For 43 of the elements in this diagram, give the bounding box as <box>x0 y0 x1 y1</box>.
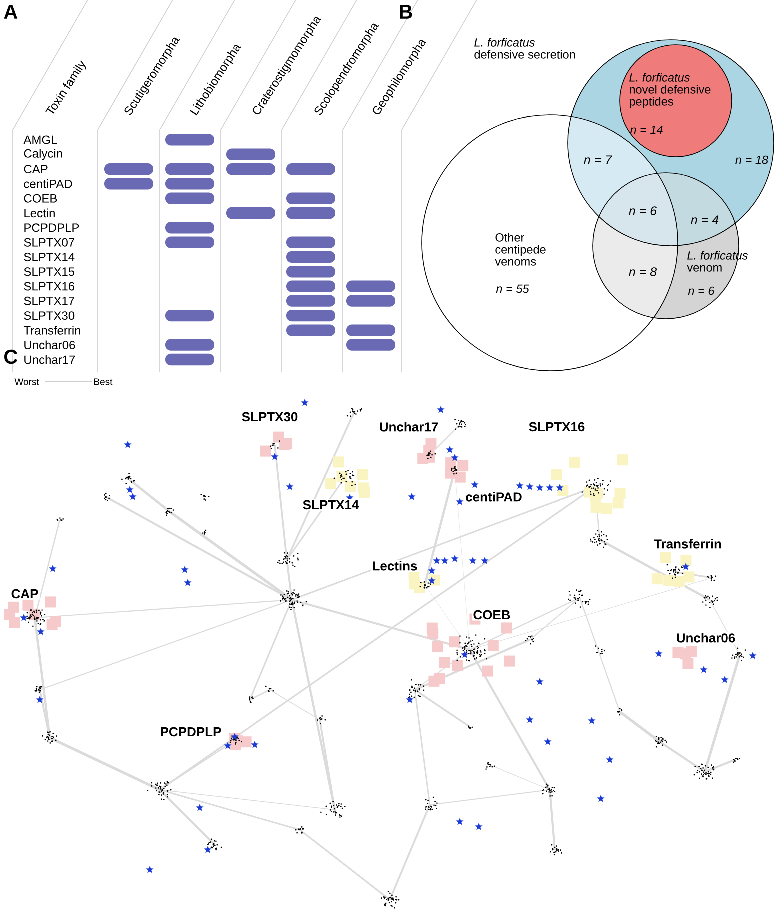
cluster-label: SLPTX30 <box>240 411 300 423</box>
cluster-label: PCPDPLP <box>159 726 223 738</box>
count-label: n = 55 <box>496 284 530 294</box>
cluster-label: SLPTX14 <box>302 499 360 511</box>
region-count: n = 7 <box>584 156 612 164</box>
panel-label: A <box>4 5 18 19</box>
region-count: n = 6 <box>629 206 658 216</box>
row-label: SLPTX15 <box>24 268 75 276</box>
cluster-label: centiPAD <box>464 491 524 503</box>
row-label: SLPTX30 <box>24 312 75 320</box>
scale-label: Best <box>94 378 113 386</box>
cluster-label: Lectins <box>371 560 419 572</box>
circle-heading: Other centipede venoms <box>495 233 546 266</box>
row-label: AMGL <box>24 136 58 144</box>
row-label: SLPTX07 <box>24 238 74 247</box>
panel-label: C <box>4 350 18 364</box>
count-label: n = 18 <box>736 156 768 164</box>
cluster-label: Unchar06 <box>675 632 737 644</box>
count-label: n = 6 <box>688 286 715 296</box>
circle-heading: L. forficatus defensive secretion <box>474 38 576 59</box>
row-label: centiPAD <box>24 180 72 188</box>
row-label: Calycin <box>24 149 62 160</box>
row-label: SLPTX14 <box>24 252 75 262</box>
scale-label: Worst <box>14 378 40 386</box>
row-label: CAP <box>24 165 48 174</box>
region-count: n = 4 <box>691 216 719 224</box>
panel-label: B <box>400 5 412 19</box>
row-label: Transferrin <box>24 326 80 335</box>
circle-heading: L. forficatus novel defensive peptides <box>630 73 711 108</box>
row-label: Lectin <box>24 208 55 218</box>
cluster-label: SLPTX16 <box>528 421 586 433</box>
cluster-label: COEB <box>472 609 512 621</box>
cluster-label: Transferrin <box>652 538 724 550</box>
row-label: SLPTX17 <box>24 296 74 306</box>
row-label: Unchar17 <box>24 355 76 364</box>
cluster-label: Unchar17 <box>378 421 440 433</box>
row-label: PCPDPLP <box>24 224 80 232</box>
count-label: n = 14 <box>630 126 663 134</box>
region-count: n = 8 <box>629 268 657 276</box>
row-label: Unchar06 <box>24 340 76 350</box>
row-label: SLPTX16 <box>24 282 75 291</box>
cluster-label: CAP <box>10 588 40 600</box>
row-label: COEB <box>24 194 58 203</box>
